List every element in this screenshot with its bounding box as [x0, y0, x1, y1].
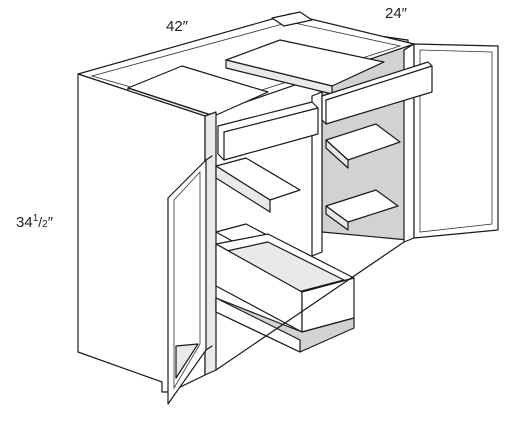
cabinet-base-line [215, 241, 405, 371]
upper-right-drawer-front [321, 61, 433, 125]
height-fraction-slash: / [38, 214, 43, 230]
height-fraction-denominator: 2 [42, 219, 48, 230]
right-rollout-shelf-2-side [325, 205, 349, 231]
left-front-stile [204, 111, 217, 376]
height-dimension-label: 341/2″ [16, 213, 53, 231]
height-fraction-numerator: 1 [32, 213, 39, 224]
bottom-rollout-tray-front [215, 297, 301, 353]
height-whole-text: 34 [16, 214, 33, 231]
upper-left-drawer-front [217, 101, 319, 161]
right-rollout-shelf-1-side [325, 139, 349, 169]
upper-left-drawer-top-edge [223, 107, 319, 133]
depth-dimension-text: 24″ [385, 5, 407, 22]
depth-dimension-label: 24″ [385, 5, 407, 22]
width-dimension-label: 42″ [166, 18, 188, 35]
right-door [413, 43, 499, 239]
right-door-inset [419, 49, 493, 233]
left-rollout-shelf-1-front [215, 165, 271, 213]
left-door-hinge-top [205, 155, 213, 161]
top-bracket [271, 11, 313, 27]
width-dimension-text: 42″ [166, 18, 188, 35]
left-door-shade [175, 343, 199, 379]
upper-right-drawer-top-edge [325, 65, 433, 101]
left-door-inset [173, 170, 201, 390]
height-unit-text: ″ [47, 214, 54, 231]
left-door-hinge-bottom [205, 345, 213, 351]
